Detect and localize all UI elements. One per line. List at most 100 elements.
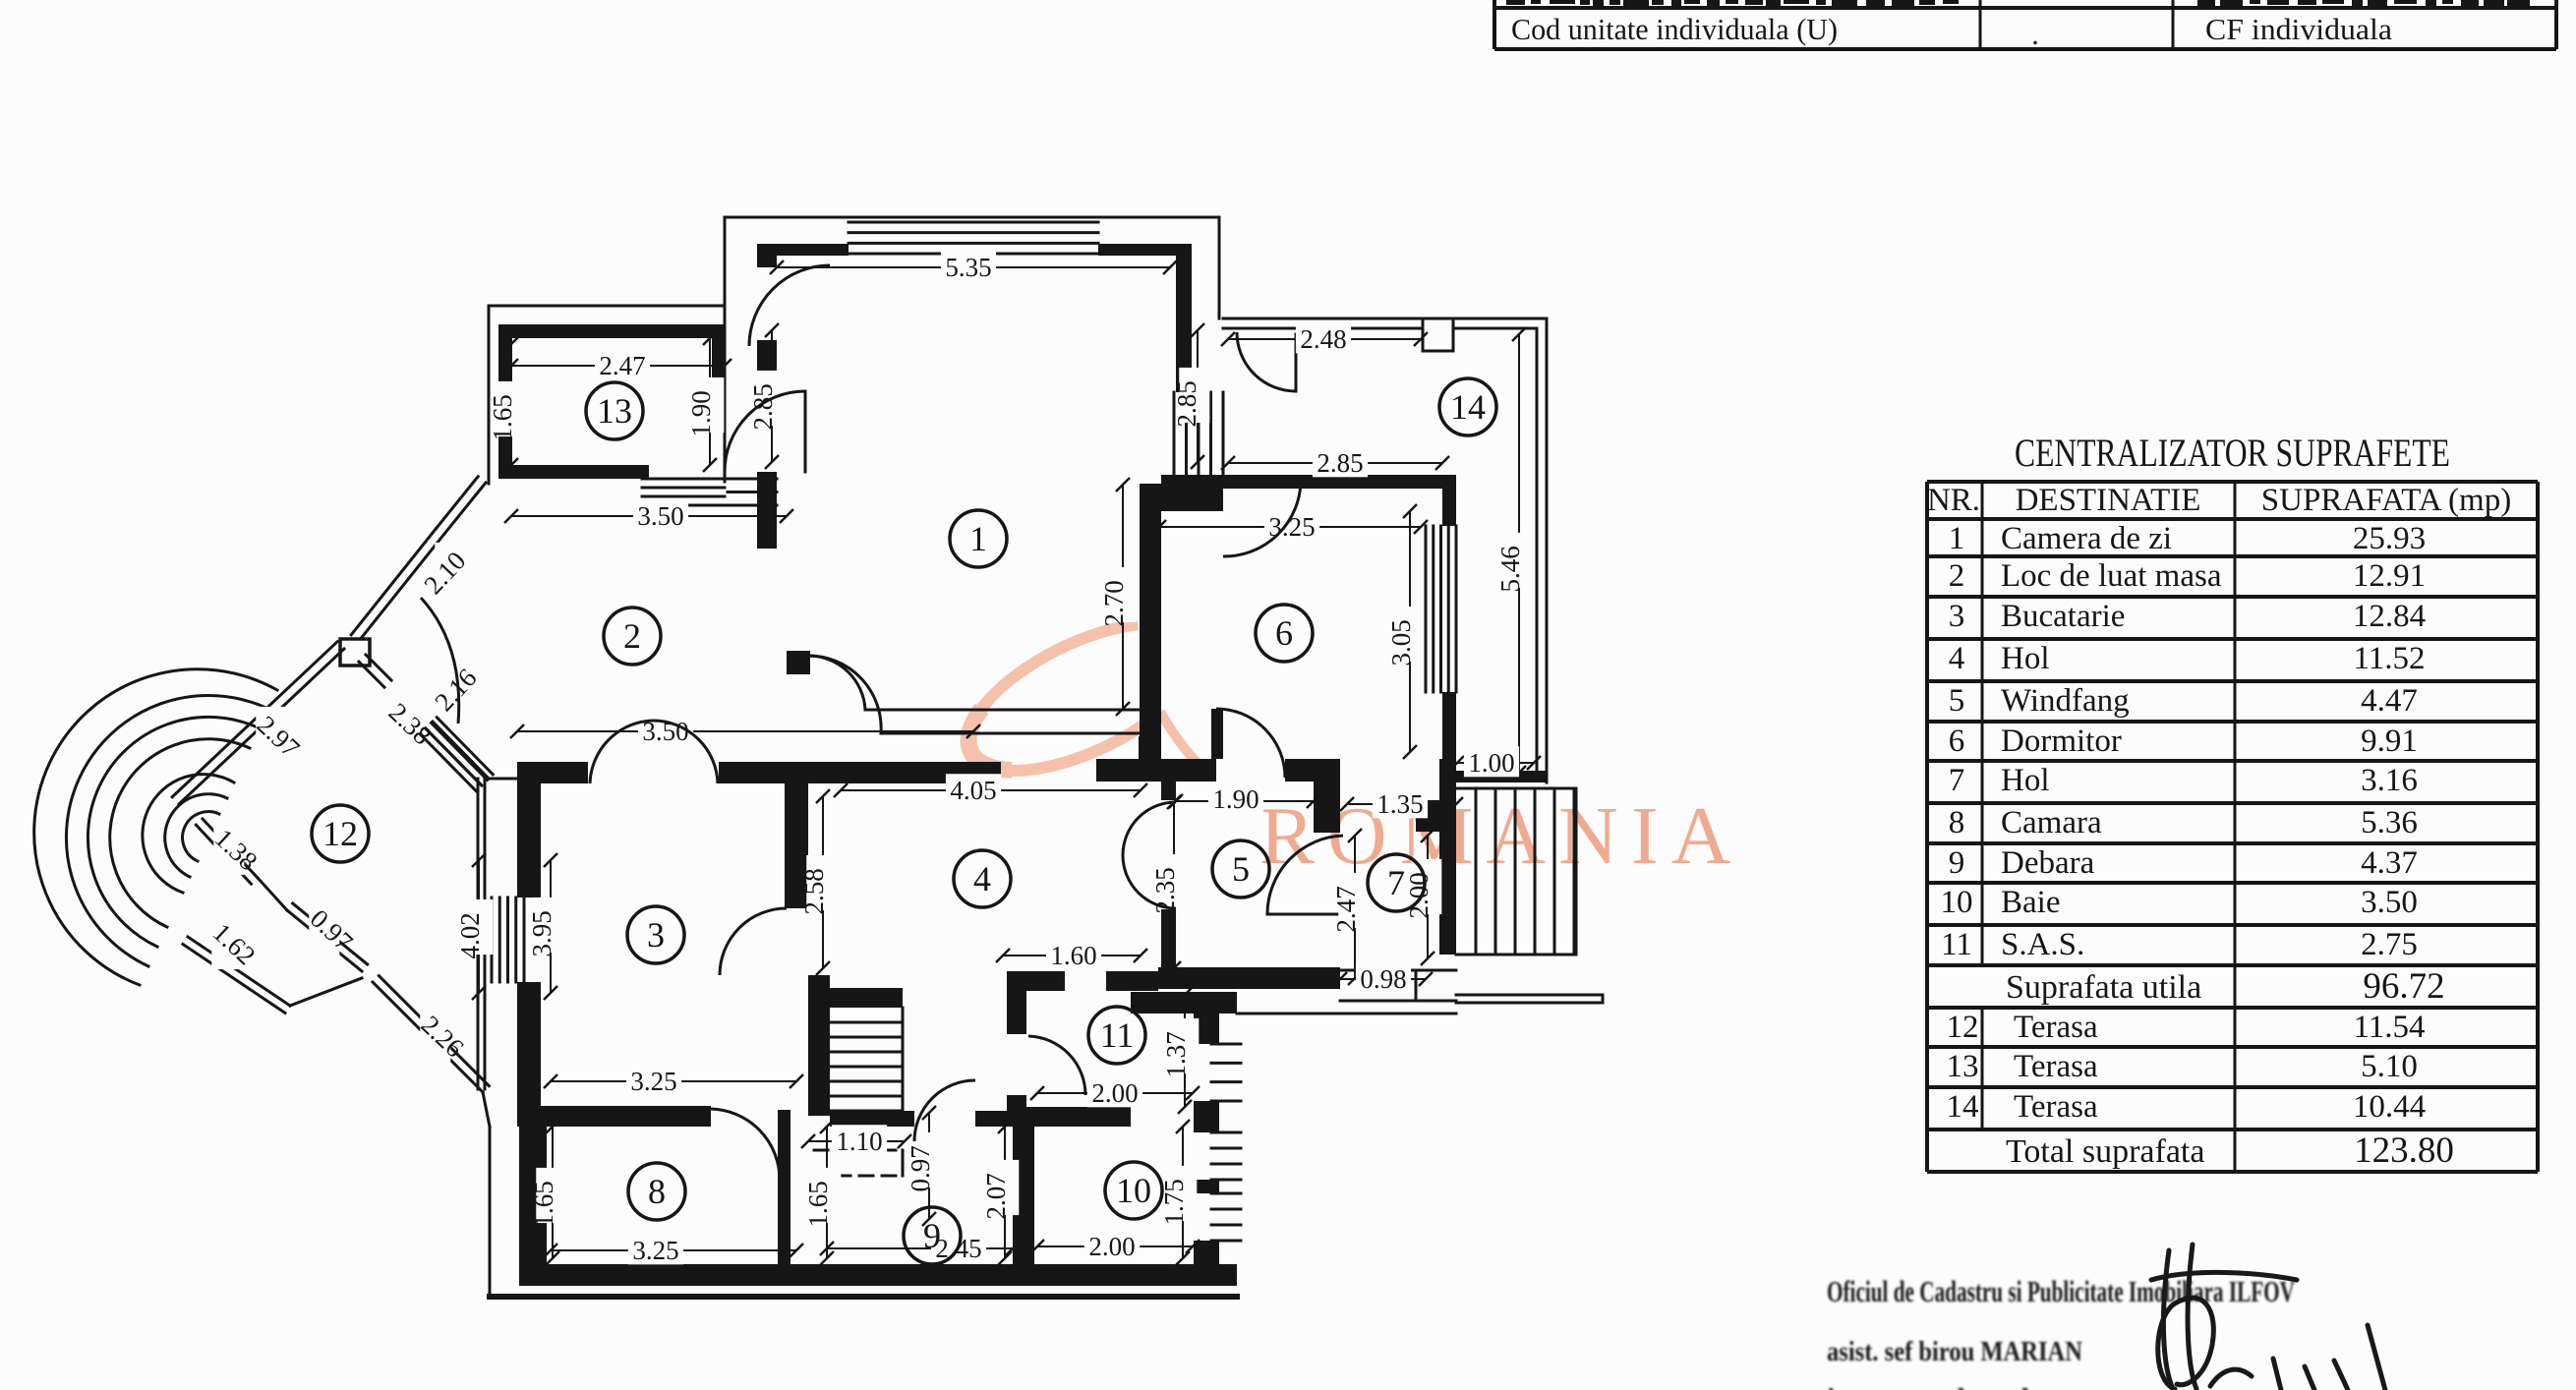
svg-text:5: 5 [1232, 849, 1250, 889]
svg-text:10.44: 10.44 [2353, 1089, 2426, 1125]
svg-text:5.46: 5.46 [1495, 546, 1525, 592]
svg-text:NR.: NR. [1927, 483, 1980, 518]
svg-text:4: 4 [1949, 641, 1965, 676]
svg-text:7: 7 [1387, 863, 1405, 902]
svg-text:Terasa: Terasa [2014, 1049, 2098, 1084]
svg-text:3.50: 3.50 [637, 501, 683, 531]
svg-text:96.72: 96.72 [2363, 966, 2444, 1007]
svg-text:123.80: 123.80 [2354, 1130, 2454, 1171]
svg-text:Hol: Hol [2001, 763, 2050, 798]
svg-text:1.35: 1.35 [1376, 789, 1423, 819]
svg-text:.: . [2031, 17, 2039, 51]
svg-text:14: 14 [1450, 387, 1486, 427]
svg-text:5: 5 [1949, 683, 1965, 719]
svg-text:2.47: 2.47 [599, 351, 645, 380]
svg-text:9: 9 [923, 1216, 941, 1255]
svg-text:2.00: 2.00 [1091, 1078, 1138, 1108]
svg-text:8: 8 [648, 1172, 666, 1211]
svg-text:9: 9 [1949, 845, 1965, 881]
svg-text:4.02: 4.02 [455, 912, 485, 958]
svg-text:12.84: 12.84 [2353, 599, 2426, 634]
svg-text:2.70: 2.70 [1099, 580, 1129, 626]
svg-text:inspector de cadastru: inspector de cadastru [1827, 1383, 2094, 1390]
svg-text:2.75: 2.75 [2361, 927, 2418, 962]
svg-text:2.48: 2.48 [1300, 324, 1346, 354]
svg-text:1.90: 1.90 [686, 390, 716, 436]
svg-text:2.00: 2.00 [1404, 872, 1434, 918]
svg-text:11: 11 [1941, 927, 1972, 962]
svg-text:2: 2 [623, 616, 641, 656]
svg-text:3.95: 3.95 [527, 910, 556, 956]
svg-text:Oficiul de Cadastru si Publici: Oficiul de Cadastru si Publicitate Imobi… [1827, 1274, 2295, 1308]
svg-text:Hol: Hol [2001, 641, 2050, 676]
svg-text:25.93: 25.93 [2353, 521, 2426, 556]
svg-text:3.16: 3.16 [2361, 763, 2418, 798]
svg-text:Windfang: Windfang [2001, 683, 2130, 719]
svg-text:5.10: 5.10 [2361, 1049, 2418, 1084]
svg-text:2.58: 2.58 [799, 868, 829, 914]
svg-text:Terasa: Terasa [2014, 1010, 2098, 1045]
svg-text:3.05: 3.05 [1386, 619, 1416, 666]
svg-text:3.25: 3.25 [630, 1067, 676, 1096]
svg-text:3: 3 [647, 915, 665, 955]
svg-text:Camera de zi: Camera de zi [2001, 521, 2172, 556]
svg-text:4.05: 4.05 [950, 776, 996, 805]
svg-text:4.37: 4.37 [2361, 845, 2418, 881]
svg-text:1.00: 1.00 [1468, 748, 1514, 778]
svg-text:Baie: Baie [2001, 885, 2060, 920]
svg-text:Debara: Debara [2001, 845, 2095, 881]
svg-text:10: 10 [1941, 885, 1973, 920]
svg-text:6: 6 [1949, 724, 1965, 759]
svg-text:8: 8 [1949, 805, 1965, 840]
svg-text:Cod unitate individuala (U): Cod unitate individuala (U) [1511, 12, 1838, 46]
svg-text:9.91: 9.91 [2361, 724, 2418, 759]
svg-text:Bucatarie: Bucatarie [2001, 599, 2125, 634]
svg-text:12: 12 [322, 814, 358, 853]
svg-text:1.65: 1.65 [488, 394, 517, 440]
svg-text:4: 4 [973, 859, 991, 898]
svg-text:12: 12 [1947, 1010, 1979, 1045]
svg-text:7: 7 [1949, 763, 1965, 798]
svg-text:2.85: 2.85 [1172, 380, 1201, 427]
svg-text:3.50: 3.50 [2361, 885, 2418, 920]
svg-text:2.07: 2.07 [981, 1173, 1011, 1219]
svg-text:12.91: 12.91 [2353, 558, 2426, 594]
svg-text:SUPRAFATA (mp): SUPRAFATA (mp) [2261, 483, 2511, 518]
svg-text:DESTINATIE: DESTINATIE [2016, 483, 2201, 518]
svg-text:1: 1 [969, 519, 987, 558]
svg-text:6: 6 [1275, 613, 1293, 653]
svg-text:11.52: 11.52 [2353, 641, 2425, 676]
svg-text:Dormitor: Dormitor [2001, 724, 2122, 759]
svg-text:2.47: 2.47 [1331, 886, 1361, 932]
svg-text:1: 1 [1949, 521, 1965, 556]
svg-text:1.37: 1.37 [1161, 1031, 1191, 1077]
svg-text:Suprafata utila: Suprafata utila [2006, 969, 2201, 1006]
svg-text:5.35: 5.35 [945, 253, 991, 282]
svg-text:2.85: 2.85 [748, 383, 778, 430]
svg-text:1.75: 1.75 [1159, 1179, 1189, 1225]
svg-text:4.47: 4.47 [2361, 683, 2418, 719]
svg-text:Terasa: Terasa [2014, 1089, 2098, 1125]
svg-text:1.10: 1.10 [836, 1127, 882, 1156]
svg-text:1.65: 1.65 [803, 1181, 833, 1227]
svg-text:0.97: 0.97 [906, 1145, 935, 1191]
svg-text:5.36: 5.36 [2361, 805, 2418, 840]
svg-text:Total suprafata: Total suprafata [2006, 1133, 2204, 1170]
svg-text:Loc de luat masa: Loc de luat masa [2001, 558, 2222, 594]
svg-text:11: 11 [1100, 1015, 1135, 1055]
svg-text:1.60: 1.60 [1050, 941, 1096, 970]
svg-text:2: 2 [1949, 558, 1965, 594]
svg-text:1.65: 1.65 [529, 1181, 558, 1227]
svg-text:Camara: Camara [2001, 805, 2102, 840]
svg-text:0.98: 0.98 [1360, 964, 1406, 994]
svg-text:S.A.S.: S.A.S. [2001, 927, 2084, 962]
svg-text:2.00: 2.00 [1088, 1232, 1135, 1261]
svg-text:2.85: 2.85 [1317, 448, 1363, 478]
svg-text:CENTRALIZATOR SUPRAFETE: CENTRALIZATOR SUPRAFETE [2015, 431, 2450, 475]
svg-text:asist. sef birou MARIAN: asist. sef birou MARIAN [1827, 1336, 2082, 1367]
svg-text:10: 10 [1116, 1171, 1151, 1210]
svg-text:3: 3 [1949, 599, 1965, 634]
svg-text:CF individuala: CF individuala [2205, 12, 2392, 46]
svg-text:13: 13 [597, 391, 632, 431]
svg-text:13: 13 [1947, 1049, 1979, 1084]
